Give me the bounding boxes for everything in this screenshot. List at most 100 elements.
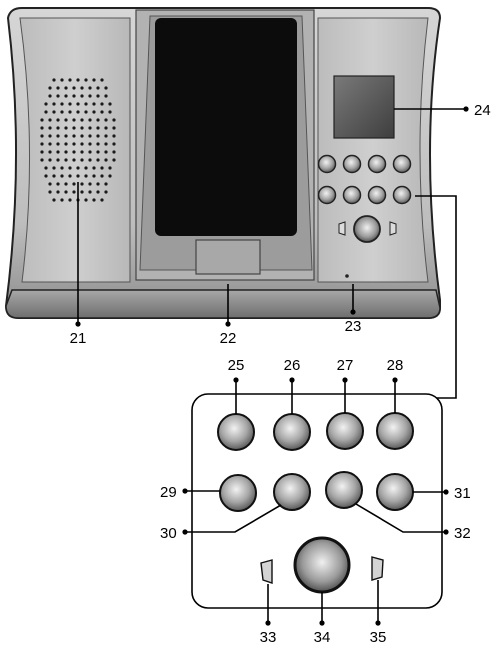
detail-button-31[interactable] — [376, 473, 414, 511]
detail-button-28[interactable] — [376, 412, 414, 450]
detail-button-30[interactable] — [273, 473, 311, 511]
detail-button-29[interactable] — [219, 474, 257, 512]
speaker-hole — [104, 190, 108, 194]
device-button-25[interactable] — [317, 154, 337, 174]
speaker-hole — [64, 126, 68, 130]
speaker-hole — [80, 126, 84, 130]
callout-32: 32 — [454, 525, 471, 542]
detail-talk-button[interactable] — [293, 536, 351, 594]
speaker-hole — [108, 110, 112, 114]
device-callout-lines — [77, 108, 466, 399]
speaker-hole — [112, 142, 116, 146]
device-button-30[interactable] — [342, 185, 362, 205]
speaker-hole — [96, 142, 100, 146]
speaker-hole — [88, 126, 92, 130]
speaker-hole — [40, 134, 44, 138]
callout-24: 24 — [474, 102, 491, 119]
speaker-hole — [56, 126, 60, 130]
device-base-strip — [5, 289, 441, 319]
speaker-hole — [56, 158, 60, 162]
device-button-32[interactable] — [392, 185, 412, 205]
speaker-hole — [104, 142, 108, 146]
speaker-hole — [100, 198, 104, 202]
speaker-hole — [52, 78, 56, 82]
speaker-hole — [84, 166, 88, 170]
speaker-hole — [80, 86, 84, 90]
speaker-hole — [108, 166, 112, 170]
detail-button-26[interactable] — [273, 413, 311, 451]
speaker-hole — [80, 150, 84, 154]
device-talk-button[interactable] — [353, 215, 381, 243]
speaker-hole — [96, 86, 100, 90]
speaker-hole — [44, 102, 48, 106]
speaker-hole — [68, 78, 72, 82]
speaker-hole — [48, 94, 52, 98]
speaker-hole — [72, 142, 76, 146]
speaker-hole — [84, 102, 88, 106]
speaker-hole — [72, 158, 76, 162]
speaker-hole — [104, 182, 108, 186]
button-detail-panel — [191, 393, 443, 609]
detail-indicator-right — [371, 556, 384, 581]
video-screen — [155, 18, 297, 236]
speaker-hole — [40, 158, 44, 162]
speaker-hole — [40, 142, 44, 146]
speaker-hole — [48, 118, 52, 122]
speaker-hole — [40, 150, 44, 154]
device-button-27[interactable] — [367, 154, 387, 174]
speaker-hole — [68, 174, 72, 178]
device-button-29[interactable] — [317, 185, 337, 205]
device-button-26[interactable] — [342, 154, 362, 174]
speaker-hole — [60, 198, 64, 202]
speaker-hole — [64, 150, 68, 154]
speaker-hole — [104, 118, 108, 122]
speaker-hole — [52, 198, 56, 202]
speaker-hole — [72, 182, 76, 186]
speaker-hole — [104, 94, 108, 98]
speaker-hole — [84, 198, 88, 202]
callout-35: 35 — [370, 629, 387, 646]
speaker-hole — [96, 182, 100, 186]
speaker-hole — [60, 102, 64, 106]
speaker-hole — [92, 110, 96, 114]
speaker-hole — [72, 118, 76, 122]
callout-27: 27 — [337, 357, 354, 374]
detail-button-25[interactable] — [217, 413, 255, 451]
speaker-hole — [48, 134, 52, 138]
speaker-hole — [44, 110, 48, 114]
speaker-hole — [76, 102, 80, 106]
speaker-hole — [80, 134, 84, 138]
callout-29: 29 — [160, 484, 177, 501]
speaker-hole — [84, 78, 88, 82]
speaker-hole — [76, 174, 80, 178]
speaker-hole — [112, 118, 116, 122]
speaker-hole — [76, 78, 80, 82]
speaker-hole — [88, 86, 92, 90]
speaker-hole — [60, 174, 64, 178]
speaker-hole — [88, 182, 92, 186]
screen-bottom-tab — [195, 239, 261, 275]
speaker-hole — [100, 166, 104, 170]
callout-28: 28 — [387, 357, 404, 374]
detail-callout-dots — [182, 377, 449, 626]
device-callout-dots — [75, 106, 469, 327]
device-button-28[interactable] — [392, 154, 412, 174]
detail-button-32[interactable] — [325, 471, 363, 509]
speaker-hole — [64, 118, 68, 122]
detail-button-27[interactable] — [326, 412, 364, 450]
speaker-hole — [56, 142, 60, 146]
callout-31: 31 — [454, 485, 471, 502]
speaker-hole — [64, 134, 68, 138]
intercom-device — [4, 7, 442, 319]
speaker-hole — [92, 174, 96, 178]
speaker-hole — [104, 150, 108, 154]
callout-labels: 21 22 23 24 25 26 27 28 29 30 31 32 33 3… — [70, 102, 491, 646]
device-button-31[interactable] — [367, 185, 387, 205]
speaker-hole — [72, 86, 76, 90]
speaker-hole — [68, 102, 72, 106]
speaker-hole — [96, 126, 100, 130]
detail-panel-frame — [191, 393, 443, 609]
speaker-hole — [72, 190, 76, 194]
speaker-hole — [80, 190, 84, 194]
speaker-hole — [72, 150, 76, 154]
